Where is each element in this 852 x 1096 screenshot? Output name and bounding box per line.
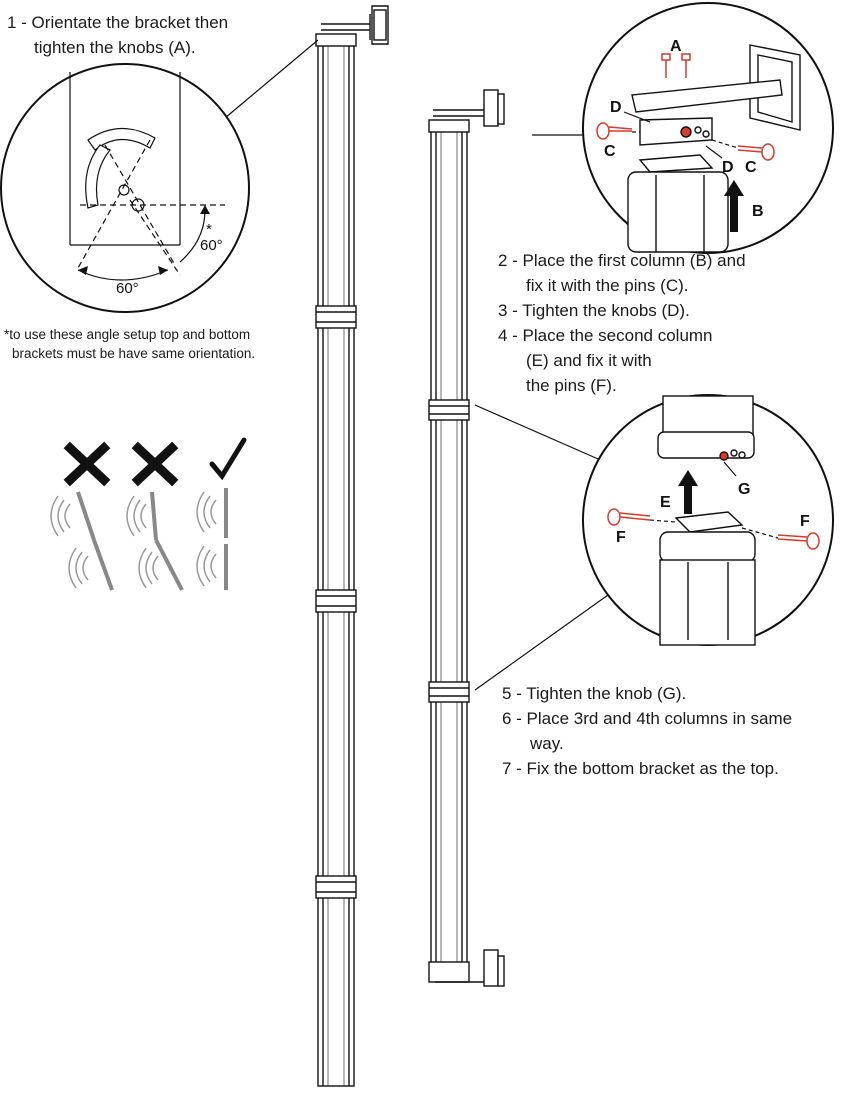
angle-label-right: 60° <box>200 237 223 254</box>
leader-lines <box>224 39 616 691</box>
label-e: E <box>660 494 671 511</box>
note-line1: *to use these angle setup top and bottom <box>4 327 251 342</box>
step2-line1: 2 - Place the first column (B) and <box>498 251 746 270</box>
step7: 7 - Fix the bottom bracket as the top. <box>502 759 779 778</box>
step5: 5 - Tighten the knob (G). <box>502 684 687 703</box>
step1-line1: 1 - Orientate the bracket then <box>7 13 229 32</box>
step4-line2: (E) and fix it with <box>526 351 652 370</box>
orientation-examples <box>50 437 247 591</box>
label-g: G <box>738 481 750 498</box>
bracket-detail-circle <box>582 2 834 254</box>
angle-star: * <box>206 221 212 238</box>
label-c-2: C <box>745 159 757 176</box>
step1-line2: tighten the knobs (A). <box>34 38 196 57</box>
label-f-1: F <box>616 529 626 546</box>
label-c-1: C <box>604 143 616 160</box>
step6-line1: 6 - Place 3rd and 4th columns in same <box>502 709 793 728</box>
label-f-2: F <box>800 513 810 530</box>
label-b: B <box>752 203 764 220</box>
step6-line2: way. <box>530 734 564 753</box>
angle-label-bottom: 60° <box>116 280 139 297</box>
label-d-2: D <box>722 159 734 176</box>
pin-a-icon <box>661 53 691 78</box>
cross-icon <box>131 441 179 487</box>
note-line2: brackets must be have same orientation. <box>12 346 256 361</box>
cross-icon <box>63 441 111 487</box>
label-d-1: D <box>610 99 622 116</box>
check-icon <box>209 437 247 481</box>
step4-line3: the pins (F). <box>526 376 617 395</box>
right-column <box>428 89 505 987</box>
step3: 3 - Tighten the knobs (D). <box>498 301 690 320</box>
angle-detail-circle <box>0 63 250 313</box>
label-a: A <box>670 38 682 55</box>
left-column <box>315 5 389 1087</box>
step2-line2: fix it with the pins (C). <box>526 276 689 295</box>
join-detail-circle <box>582 394 834 646</box>
step4-line1: 4 - Place the second column <box>498 326 713 345</box>
